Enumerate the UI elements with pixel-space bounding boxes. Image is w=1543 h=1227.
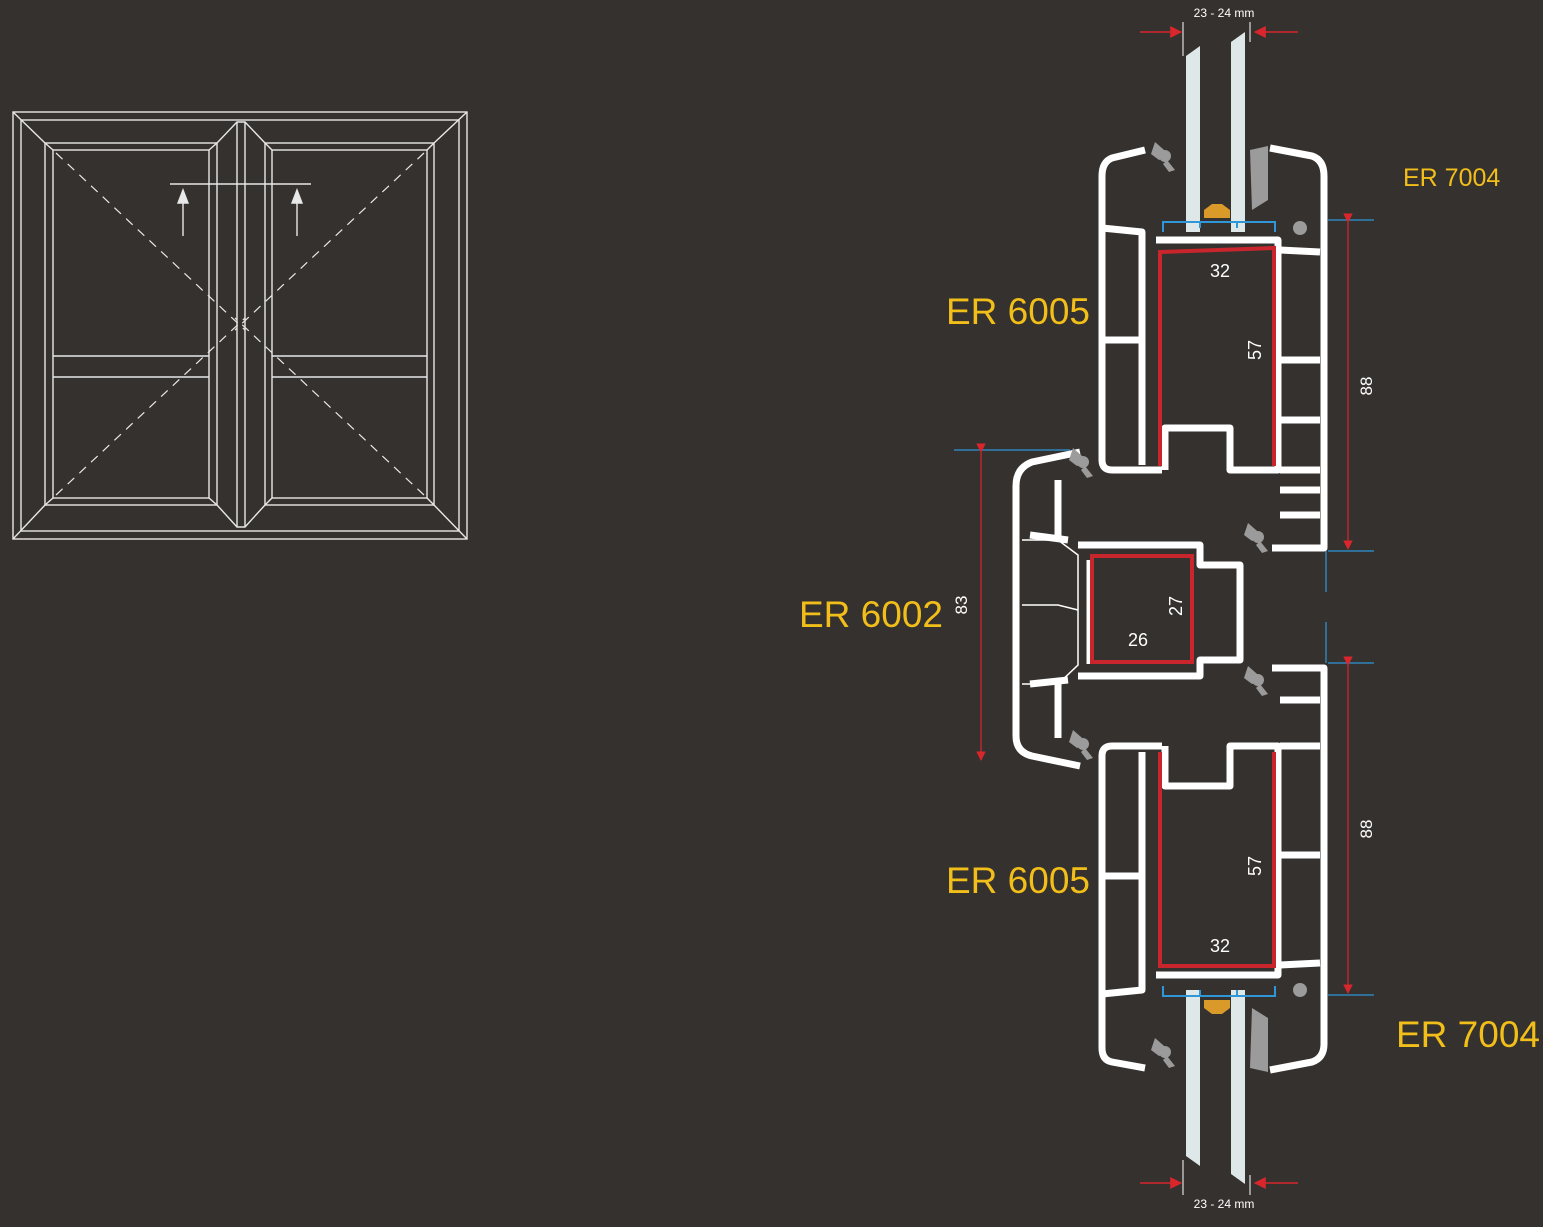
right-sash xyxy=(265,143,434,505)
label-sash-top: ER 6005 xyxy=(946,291,1090,332)
label-sash-bottom: ER 6005 xyxy=(946,860,1090,901)
glass-dimension-top xyxy=(1140,22,1298,56)
mullion-profile xyxy=(1016,452,1240,766)
dim-steel-bot-w: 32 xyxy=(1210,936,1230,956)
label-mullion: ER 6002 xyxy=(799,594,943,635)
dim-sash-bottom-height: 88 xyxy=(1357,820,1376,839)
label-bead-bottom: ER 7004 xyxy=(1396,1014,1540,1055)
dim-steel-mid-h: 27 xyxy=(1166,596,1186,616)
dim-steel-top-w: 32 xyxy=(1210,261,1230,281)
dim-steel-bot-h: 57 xyxy=(1245,856,1265,876)
dim-glass-top: 23 - 24 mm xyxy=(1194,6,1255,20)
dim-sash-top-height: 88 xyxy=(1357,377,1376,396)
left-sash xyxy=(45,143,217,505)
dim-mullion-height: 83 xyxy=(952,596,971,615)
cross-section xyxy=(954,22,1374,1195)
glass-dimension-bottom xyxy=(1140,1160,1298,1195)
label-bead-top: ER 7004 xyxy=(1403,164,1500,192)
window-elevation xyxy=(13,112,467,539)
dim-steel-top-h: 57 xyxy=(1245,340,1265,360)
spacer-butyl xyxy=(1204,204,1230,1014)
dim-steel-mid-w: 26 xyxy=(1128,630,1148,650)
dim-glass-bottom: 23 - 24 mm xyxy=(1194,1197,1255,1211)
